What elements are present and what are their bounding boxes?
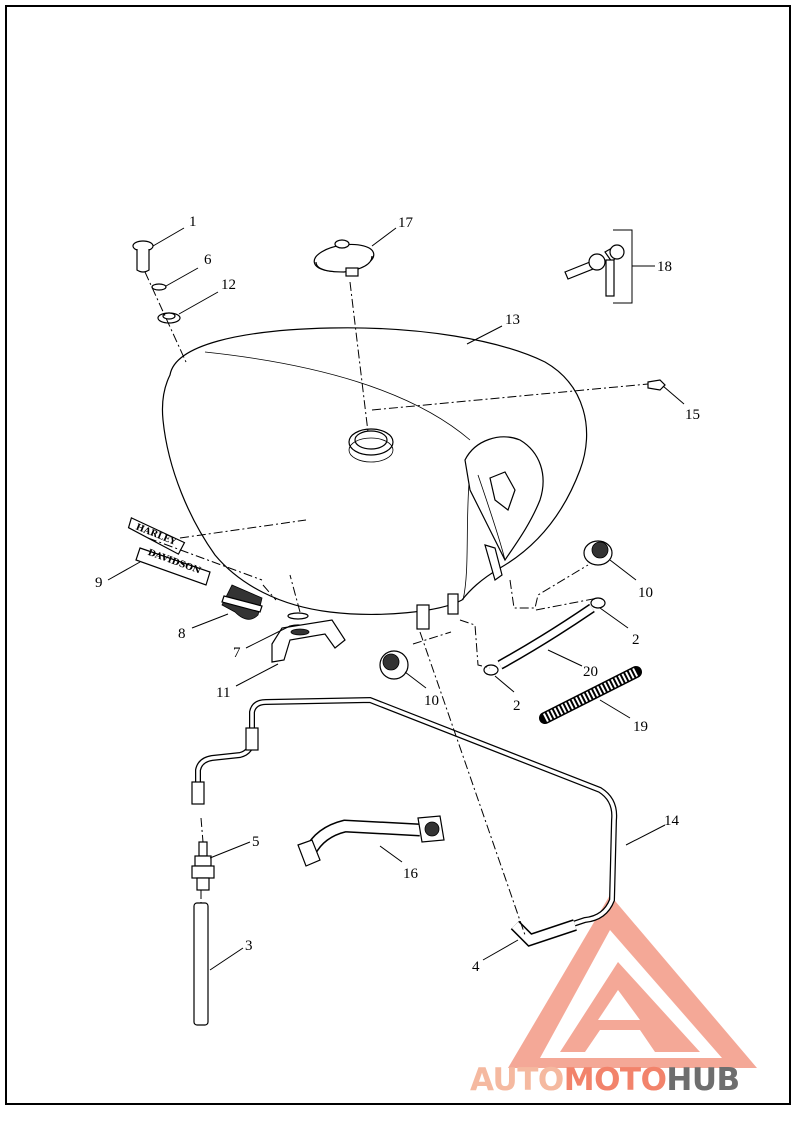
callout-3: 3 <box>245 938 253 954</box>
callout-15: 15 <box>685 407 700 423</box>
callout-2-left: 2 <box>513 698 521 714</box>
callout-11: 11 <box>216 685 230 701</box>
callout-4: 4 <box>472 959 480 975</box>
callout-14: 14 <box>664 813 680 829</box>
keys-part-18 <box>564 229 633 304</box>
fuel-tank <box>161 327 588 630</box>
spring-sleeve-part-19 <box>539 666 642 724</box>
hose-part-20 <box>497 603 595 670</box>
watermark-logo <box>508 895 757 1068</box>
callout-13: 13 <box>505 312 520 328</box>
callout-labels: 1 6 12 17 13 18 15 9 8 7 11 10 2 20 2 10… <box>95 214 700 975</box>
fuel-cap-part-17 <box>313 239 375 277</box>
fitting-part-5 <box>191 841 215 891</box>
callout-20: 20 <box>583 664 598 680</box>
callout-1: 1 <box>189 214 197 230</box>
bar-shield-emblem-part-8 <box>221 584 263 620</box>
bracket-part-11 <box>271 619 346 663</box>
callout-12: 12 <box>221 277 236 293</box>
vent-part-15 <box>647 379 666 391</box>
watermark-hub: HUB <box>666 1062 740 1098</box>
fuel-valve-hose-part-16 <box>297 815 445 867</box>
callout-10-right: 10 <box>638 585 653 601</box>
callout-9: 9 <box>95 575 103 591</box>
nameplate-top-text: HARLEY <box>134 523 178 548</box>
knob-part-10-right <box>583 540 613 566</box>
callout-6: 6 <box>204 252 212 268</box>
leader-lines <box>107 227 685 971</box>
clamp-part-2-right <box>590 597 606 609</box>
bolt-part-1 <box>132 240 154 273</box>
callout-2-right: 2 <box>632 632 640 648</box>
callout-8: 8 <box>178 626 186 642</box>
washer-part-6 <box>151 283 167 291</box>
tube-part-3 <box>193 902 209 1026</box>
callout-10-left: 10 <box>424 693 439 709</box>
watermark-text: AUTOMOTOHUB <box>470 1062 740 1098</box>
callout-16: 16 <box>403 866 419 882</box>
clamp-part-2-left <box>483 664 499 676</box>
elbow-hose-part-4 <box>510 919 577 947</box>
diagram-frame <box>5 5 791 1105</box>
callout-18: 18 <box>657 259 672 275</box>
fuel-line-part-14 <box>191 696 618 938</box>
callout-7: 7 <box>233 645 241 661</box>
callout-19: 19 <box>633 719 648 735</box>
callout-17: 17 <box>398 215 414 231</box>
assembly-lines <box>144 271 649 936</box>
callout-5: 5 <box>252 834 260 850</box>
watermark-auto: AUTO <box>470 1062 564 1098</box>
knob-part-10-left <box>379 650 409 680</box>
grommet-part-12 <box>157 312 181 324</box>
watermark-moto: MOTO <box>563 1062 667 1098</box>
